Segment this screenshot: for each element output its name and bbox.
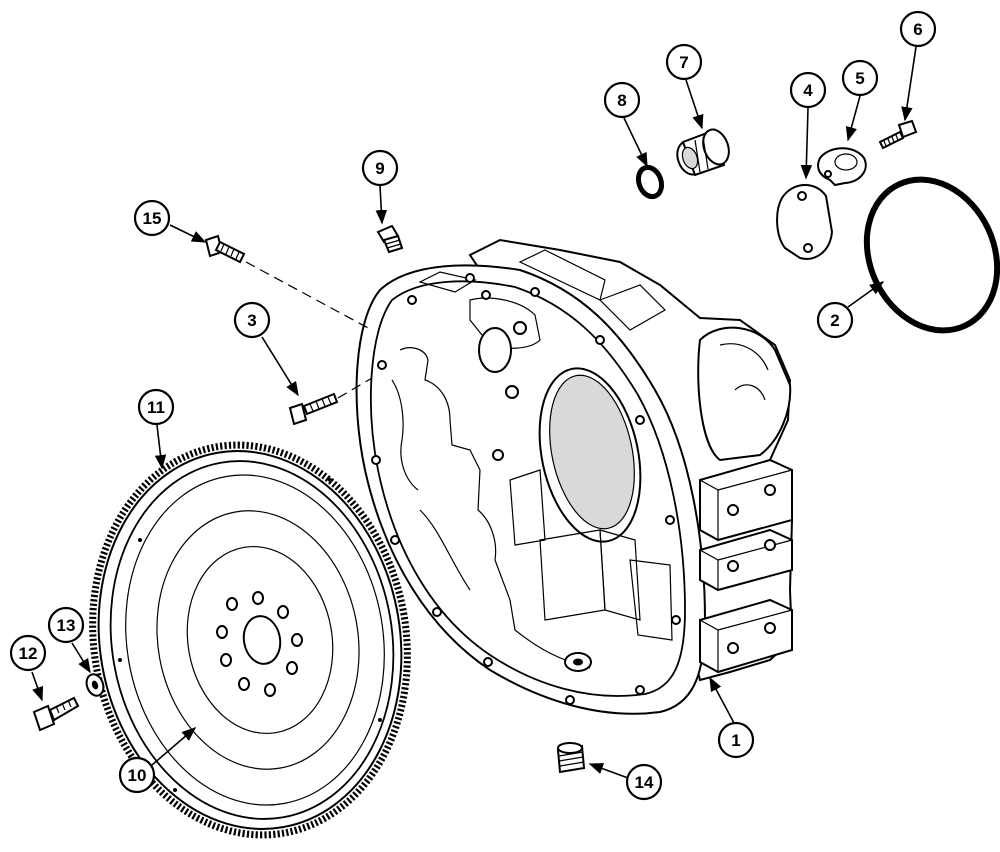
flange-bolt-holes	[371, 273, 681, 705]
o-ring	[863, 176, 1000, 334]
seal-ring	[635, 164, 665, 200]
mounting-pads	[699, 458, 793, 674]
svg-text:4: 4	[803, 81, 813, 100]
callout-15: 15	[133, 199, 171, 237]
svg-text:3: 3	[247, 311, 256, 330]
callout-11: 11	[137, 388, 175, 426]
callout-9: 9	[361, 149, 399, 187]
cap-screw	[878, 119, 918, 150]
washer	[85, 673, 105, 697]
pipe-plug	[556, 742, 586, 774]
plug	[376, 224, 404, 254]
callout-13: 13	[47, 606, 85, 644]
callout-5: 5	[841, 59, 879, 97]
callout-2: 2	[816, 301, 854, 339]
svg-text:11: 11	[147, 398, 165, 417]
callout-12: 12	[9, 634, 47, 672]
callout-14: 14	[625, 763, 663, 801]
flywheel	[89, 441, 411, 839]
callout-6: 6	[899, 10, 937, 48]
bolt	[288, 392, 339, 426]
housing-bolt	[204, 234, 246, 264]
flywheel-housing	[355, 238, 794, 715]
svg-text:8: 8	[617, 91, 626, 110]
svg-text:9: 9	[375, 159, 384, 178]
bolt-path	[337, 377, 373, 399]
svg-text:15: 15	[143, 209, 162, 228]
svg-text:10: 10	[128, 766, 147, 785]
flywheel-bolt	[32, 696, 80, 732]
leader-lines	[31, 46, 917, 779]
callout-10: 10	[118, 756, 156, 794]
svg-text:7: 7	[679, 53, 688, 72]
callout-3: 3	[233, 301, 271, 339]
callout-4: 4	[789, 71, 827, 109]
svg-text:13: 13	[57, 616, 76, 635]
svg-text:14: 14	[635, 773, 654, 792]
svg-text:1: 1	[731, 731, 740, 750]
svg-text:2: 2	[830, 311, 839, 330]
svg-text:12: 12	[19, 644, 38, 663]
cover-plate	[776, 184, 834, 260]
gasket	[817, 147, 867, 187]
callout-7: 7	[665, 43, 703, 81]
fitting	[676, 128, 730, 177]
svg-text:6: 6	[913, 20, 922, 39]
svg-text:5: 5	[855, 69, 864, 88]
housing-bolt-path	[245, 261, 373, 331]
callout-1: 1	[717, 721, 755, 759]
callout-8: 8	[603, 81, 641, 119]
